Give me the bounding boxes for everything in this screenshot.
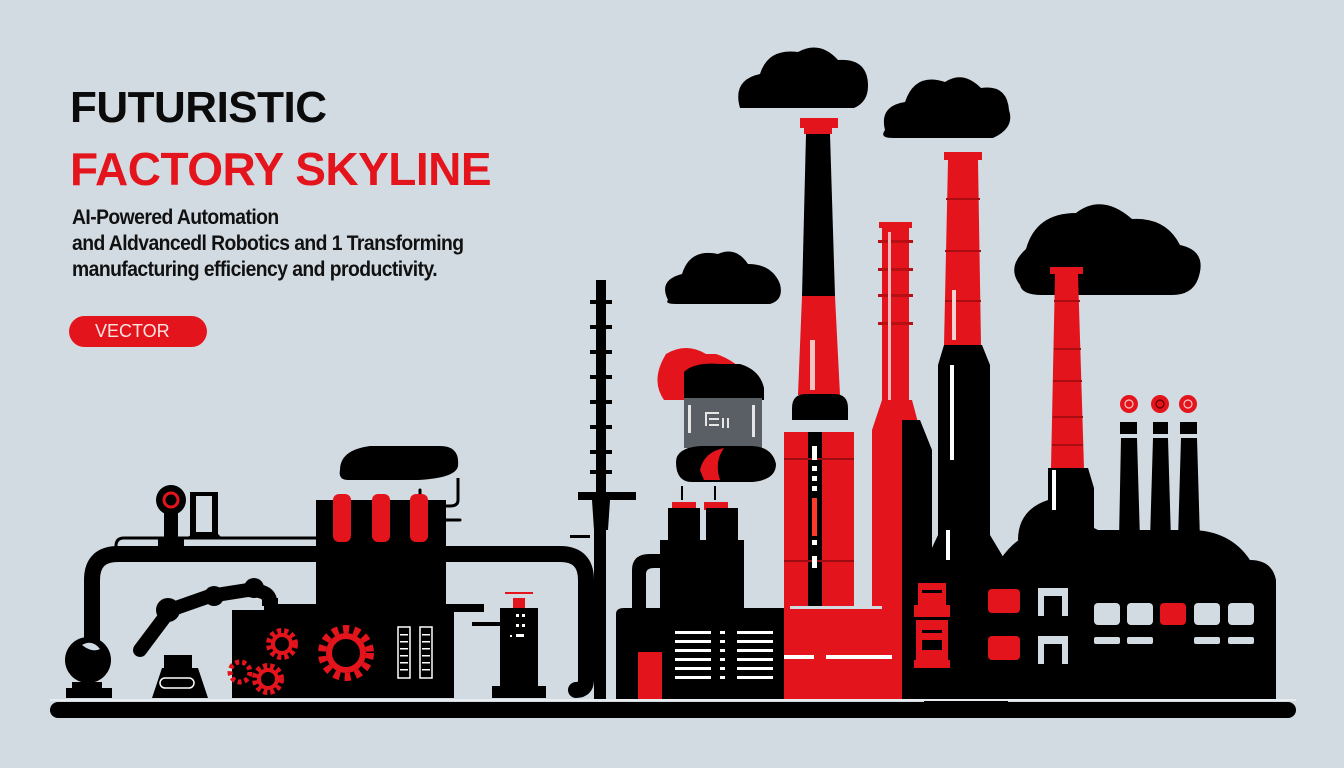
control-cabinet bbox=[472, 592, 546, 698]
subtitle-line-1: AI-Powered Automation bbox=[72, 206, 279, 229]
cloud-icon bbox=[665, 251, 781, 304]
headline-line-1: FUTURISTIC bbox=[70, 83, 327, 132]
valve-gauge bbox=[156, 485, 222, 548]
cloud-icon bbox=[883, 77, 1011, 138]
smokestack bbox=[924, 152, 1008, 710]
antenna-mast bbox=[570, 280, 636, 700]
gear-icon bbox=[252, 663, 284, 695]
ground-bar bbox=[50, 702, 1296, 718]
cloud-icon bbox=[1014, 204, 1201, 295]
gear-icon bbox=[318, 625, 374, 681]
factory-building bbox=[914, 500, 1276, 700]
subtitle-line-3: manufacturing efficiency and productivit… bbox=[72, 258, 438, 281]
gauge-column bbox=[784, 432, 854, 608]
pressure-sphere bbox=[65, 637, 112, 698]
control-building bbox=[616, 606, 892, 700]
tank bbox=[632, 348, 776, 610]
vector-badge: VECTOR bbox=[69, 316, 207, 347]
gear-machine bbox=[227, 446, 484, 698]
smokestack bbox=[792, 118, 848, 420]
headline-line-2: FACTORY SKYLINE bbox=[70, 143, 492, 195]
robotic-arm-icon bbox=[133, 578, 278, 698]
subtitle-line-2: and Aldvancedl Robotics and 1 Transformi… bbox=[72, 232, 464, 255]
subtitle: AI-Powered Automation and Aldvancedl Rob… bbox=[72, 205, 587, 283]
small-stacks bbox=[1119, 395, 1200, 540]
gear-icon bbox=[227, 659, 253, 685]
vector-badge-label: VECTOR bbox=[95, 321, 170, 341]
smokestack bbox=[872, 222, 932, 700]
cloud-icon bbox=[735, 47, 868, 108]
gear-icon bbox=[266, 628, 298, 660]
